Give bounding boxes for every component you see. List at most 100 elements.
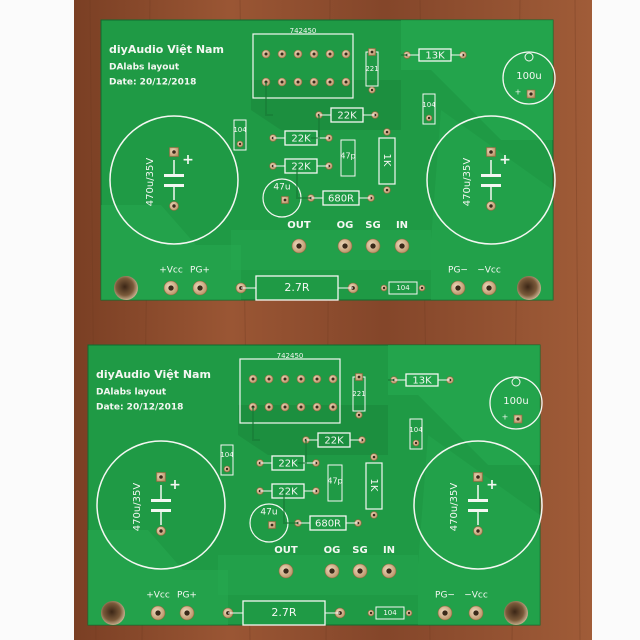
cap-100u-label: 100u [516, 71, 541, 82]
cap-47p-label: 47p [340, 152, 355, 161]
pad-hole [267, 377, 271, 381]
resistor-13k [418, 48, 452, 62]
connector-code: 742450 [290, 27, 317, 35]
pad-hole [473, 610, 479, 616]
pad-hole [486, 285, 492, 291]
pad-hole [280, 52, 284, 56]
cap-470u-left-plate [151, 499, 171, 502]
cap-470u-left-plate [151, 509, 171, 512]
cap-470u-right-plate [481, 184, 501, 187]
label-plus-vcc: +Vcc [159, 266, 183, 276]
brand-text: diyAudio Việt Nam [96, 368, 211, 381]
pad-hole [251, 377, 255, 381]
pad-hole [407, 611, 411, 615]
cap-104-left [220, 444, 234, 476]
pad-hole [159, 529, 163, 533]
cap-470u-right-label: 470u/35V [462, 158, 473, 207]
cap-470u-right-label: 470u/35V [449, 483, 460, 532]
cap-47p-outline [340, 139, 356, 177]
cap-100u-outline [502, 51, 556, 105]
copper-trace-mid [238, 405, 388, 455]
pad-hole [283, 377, 287, 381]
resistor-13k-label: 13K [425, 51, 445, 62]
resistor-680r [309, 515, 347, 531]
copper-trace [296, 166, 311, 199]
copper-pour-bottom-mid [231, 230, 431, 270]
pad-hole [427, 116, 431, 120]
pad-hole [516, 417, 520, 421]
resistor-1k [365, 462, 383, 510]
pad-hole [267, 405, 271, 409]
resistor-2r7-label: 2.7R [271, 606, 296, 619]
pad-hole [225, 467, 229, 471]
label-minus-vcc: −Vcc [477, 266, 501, 276]
resistor-22k-c [271, 483, 305, 499]
pad-hole [329, 568, 335, 574]
date-text: Date: 20/12/2018 [96, 403, 183, 413]
resistor-22k-b-label: 22K [278, 459, 298, 470]
terminal-label-in: IN [383, 545, 395, 556]
cap-104-left [233, 119, 247, 151]
pad-hole [315, 377, 319, 381]
label-minus-vcc: −Vcc [464, 591, 488, 601]
cap-104-bottom-label: 104 [396, 284, 410, 292]
copper-pour-bottom-left [101, 205, 241, 300]
pad-hole [238, 142, 242, 146]
resistor-2r7-label: 2.7R [284, 281, 309, 294]
cap-470u-right-plate [468, 509, 488, 512]
resistor-22k-a [317, 432, 351, 448]
cap-100u-plus: + [515, 88, 522, 97]
terminal-label-sg: SG [365, 220, 380, 231]
cap-100u-pad-ring [511, 377, 521, 387]
cap-221-label: 221 [365, 65, 378, 73]
copper-trace [311, 115, 320, 139]
cap-470u-left-label: 470u/35V [145, 158, 156, 207]
pad-hole [331, 377, 335, 381]
pad-hole [370, 50, 374, 54]
copper-trace [265, 82, 273, 116]
resistor-22k-b-label: 22K [291, 134, 311, 145]
pad-hole [370, 243, 376, 249]
pad-hole [386, 568, 392, 574]
resistor-22k-a [330, 107, 364, 123]
resistor-680r [322, 190, 360, 206]
cap-47u-label: 47u [273, 183, 290, 193]
pad-hole [489, 204, 493, 208]
label-pg-plus: PG+ [190, 266, 210, 276]
pad-hole [264, 52, 268, 56]
pad-hole [370, 88, 374, 92]
resistor-22k-a-label: 22K [337, 111, 357, 122]
pad-hole [344, 80, 348, 84]
cap-470u-right-outline [413, 440, 543, 570]
pad-hole [529, 92, 533, 96]
pad-hole [283, 198, 287, 202]
resistor-22k-c-label: 22K [278, 487, 298, 498]
cap-221-label: 221 [352, 390, 365, 398]
copper-pour-bottom-left [88, 530, 228, 625]
cap-470u-right-plus: + [499, 152, 511, 168]
brand-text: diyAudio Việt Nam [109, 43, 224, 56]
pad-hole [476, 529, 480, 533]
resistor-2r7 [255, 275, 339, 301]
pad-hole [342, 243, 348, 249]
pad-hole [172, 204, 176, 208]
pad-hole [315, 405, 319, 409]
cap-470u-right-outline [426, 115, 556, 245]
cap-104-bottom [388, 281, 418, 295]
copper-trace [298, 440, 307, 464]
pad-hole [357, 375, 361, 379]
resistor-22k-c-label: 22K [291, 162, 311, 173]
pad-hole [399, 243, 405, 249]
cap-100u-plus: + [502, 413, 509, 422]
pad-hole [155, 610, 161, 616]
copper-trace [283, 491, 298, 524]
cap-104-right [409, 418, 423, 450]
pad-hole [372, 513, 376, 517]
cap-47p-label: 47p [327, 477, 342, 486]
pad-hole [476, 475, 480, 479]
cap-470u-left-plus: + [182, 152, 194, 168]
cap-470u-left-outline [109, 115, 239, 245]
